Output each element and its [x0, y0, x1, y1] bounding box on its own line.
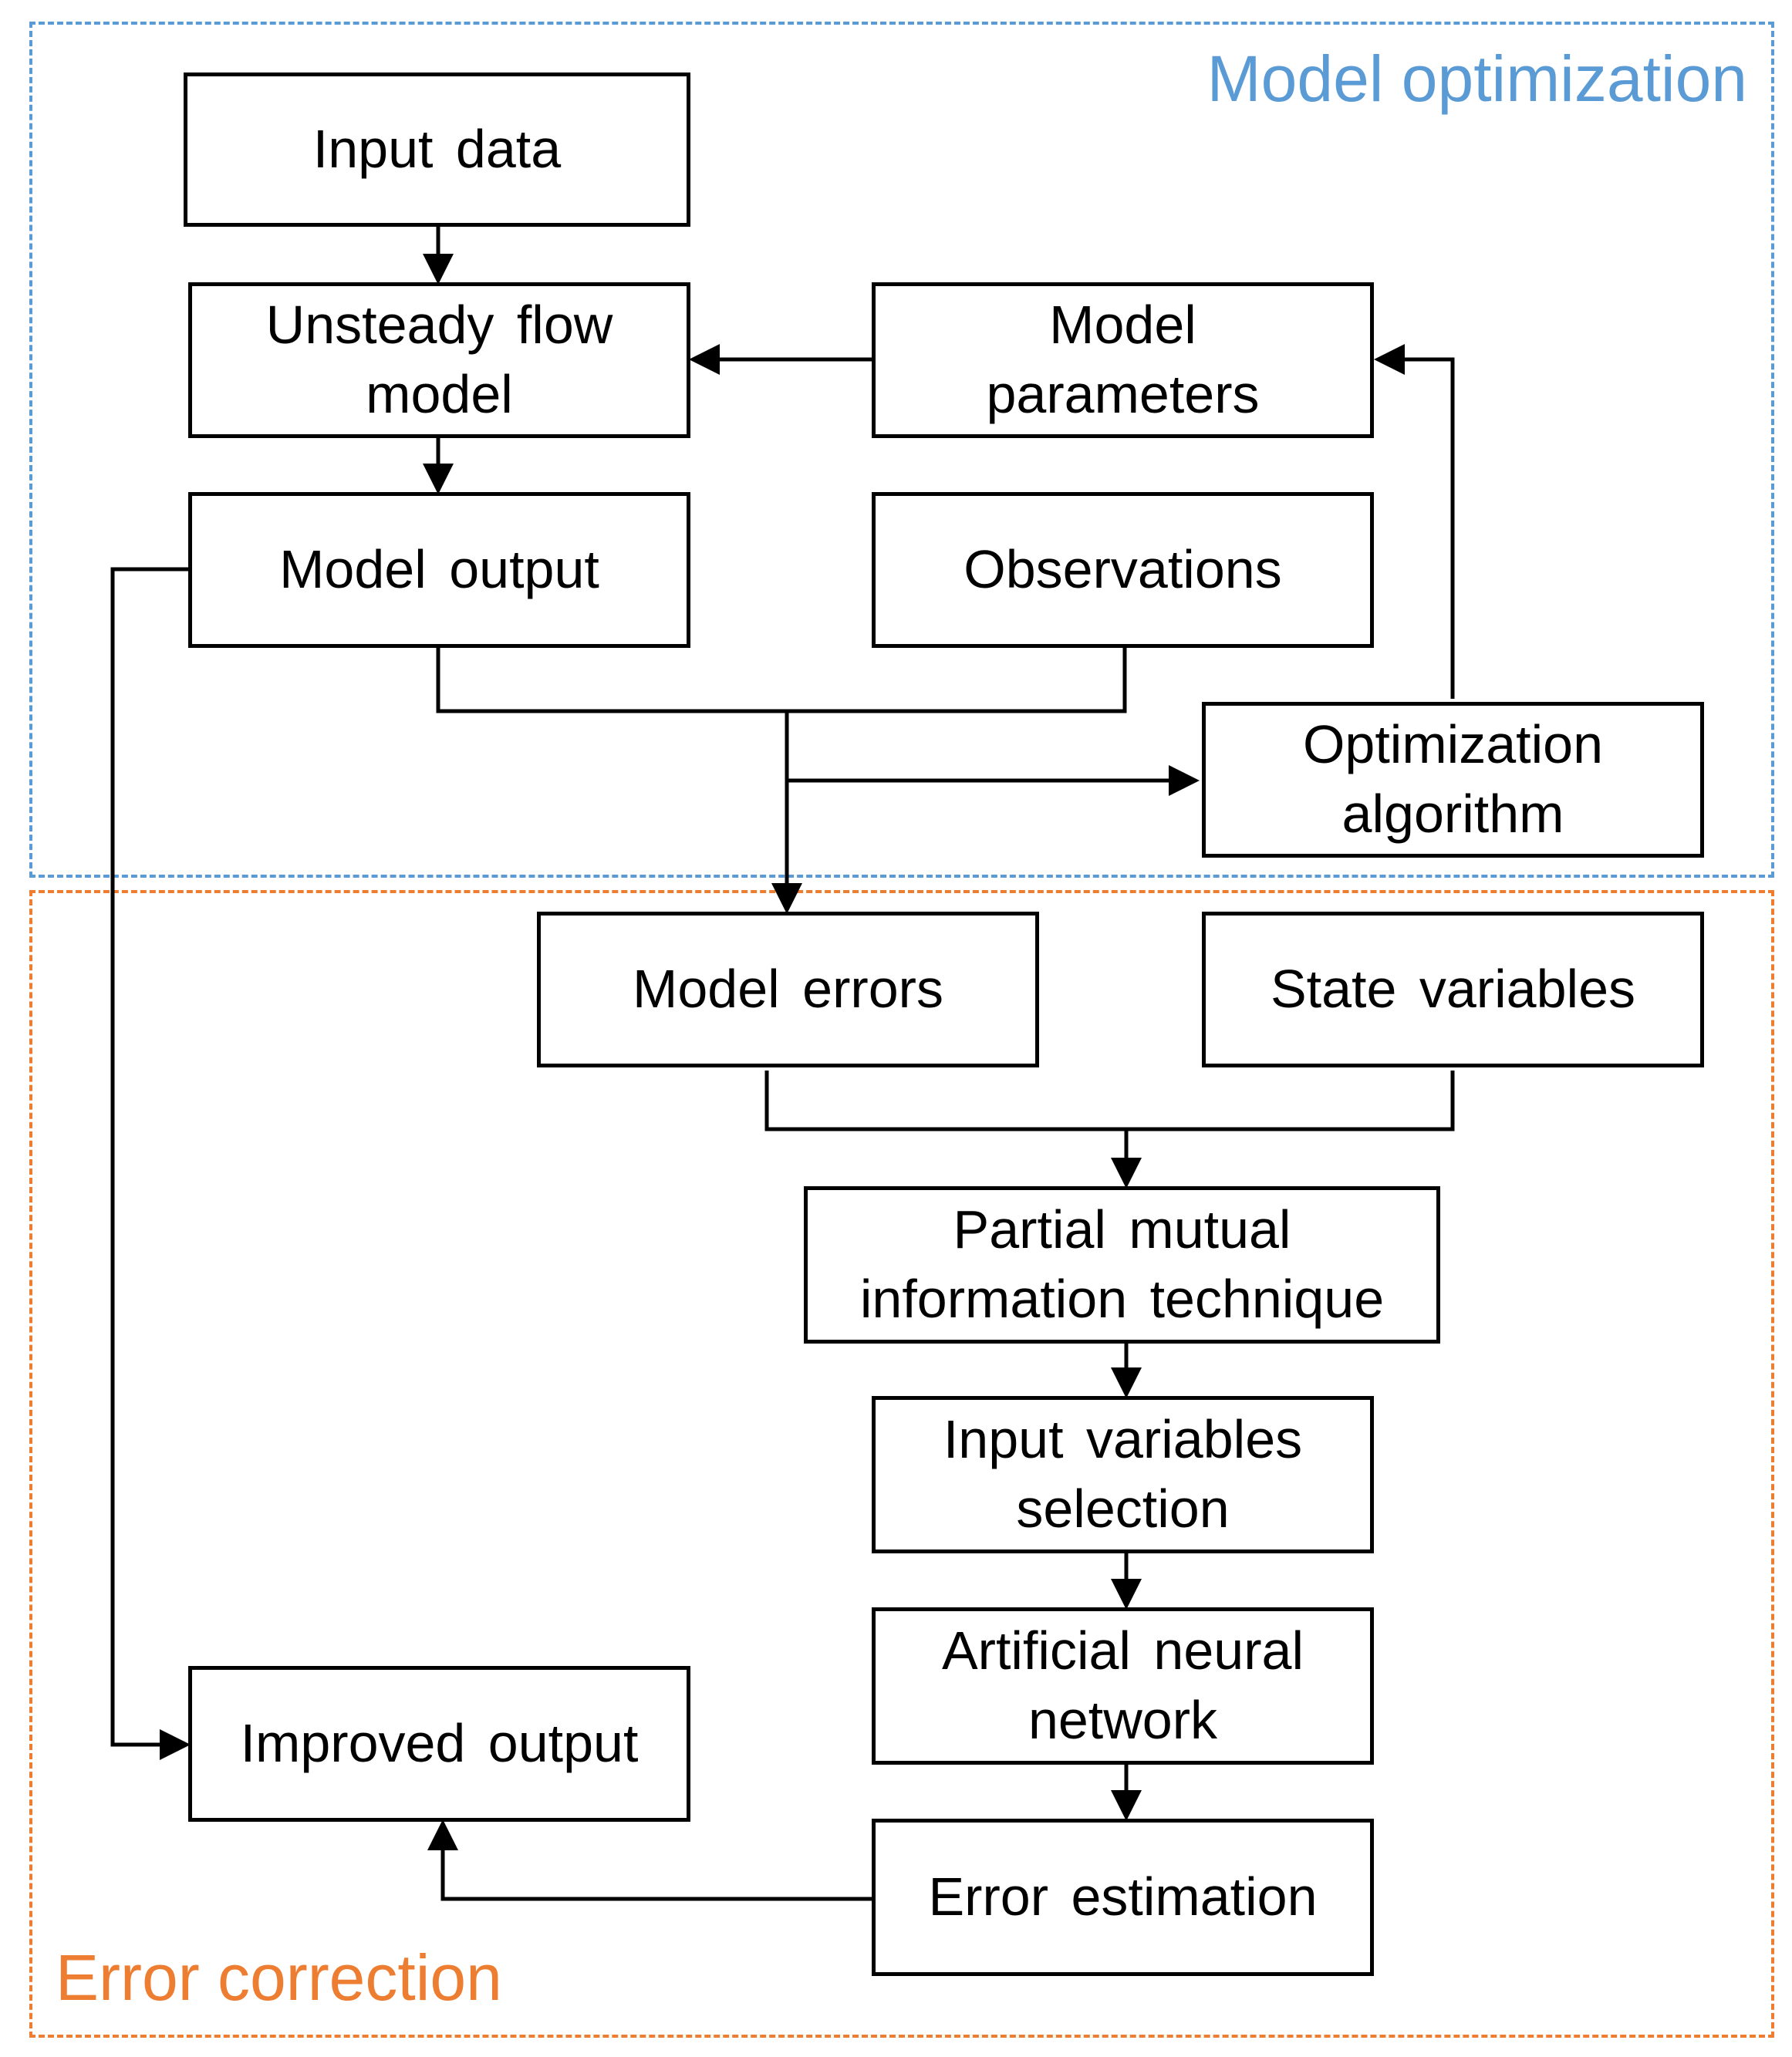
arrow-output-to-improved — [110, 567, 191, 1760]
box-optimization-algorithm: Optimization algorithm — [1202, 702, 1704, 858]
box-model-output-label: Model output — [279, 539, 599, 600]
box-state-variables-label: State variables — [1270, 959, 1636, 1020]
box-partial-mutual-information: Partial mutual information technique — [804, 1186, 1440, 1344]
box-input-data-label: Input data — [312, 119, 562, 180]
region-model-optimization — [29, 22, 1774, 878]
box-unsteady-flow-model-label: Unsteady flow model — [265, 295, 613, 424]
box-error-estimation-label: Error estimation — [928, 1866, 1318, 1927]
region-label-model-optimization: Model optimization — [1206, 42, 1747, 115]
box-unsteady-flow-model: Unsteady flow model — [188, 282, 690, 438]
region-error-correction — [29, 890, 1774, 2038]
box-model-parameters-label: Model parameters — [986, 295, 1260, 424]
line-output-observations-merge — [436, 646, 1127, 713]
box-artificial-neural-network: Artificial neural network — [872, 1607, 1374, 1765]
box-partial-mutual-information-label: Partial mutual information technique — [859, 1199, 1385, 1329]
arrow-error-estimation-to-improved — [427, 1819, 872, 1901]
box-model-output: Model output — [188, 492, 690, 648]
box-observations: Observations — [872, 492, 1374, 648]
box-model-errors: Model errors — [537, 912, 1039, 1067]
box-input-variables-selection: Input variables selection — [872, 1396, 1374, 1553]
box-input-data: Input data — [184, 73, 690, 227]
line-errors-state-merge — [764, 1071, 1455, 1131]
box-model-errors-label: Model errors — [633, 959, 943, 1020]
box-input-variables-selection-label: Input variables selection — [943, 1409, 1303, 1539]
box-improved-output-label: Improved output — [240, 1713, 639, 1774]
box-error-estimation: Error estimation — [872, 1819, 1374, 1976]
box-optimization-algorithm-label: Optimization algorithm — [1302, 714, 1604, 844]
box-improved-output: Improved output — [188, 1666, 690, 1822]
region-label-error-correction: Error correction — [56, 1941, 502, 2014]
box-state-variables: State variables — [1202, 912, 1704, 1067]
arrow-optimization-to-parameters — [1374, 344, 1455, 699]
box-artificial-neural-network-label: Artificial neural network — [941, 1620, 1304, 1750]
box-observations-label: Observations — [963, 539, 1282, 600]
box-model-parameters: Model parameters — [872, 282, 1374, 438]
